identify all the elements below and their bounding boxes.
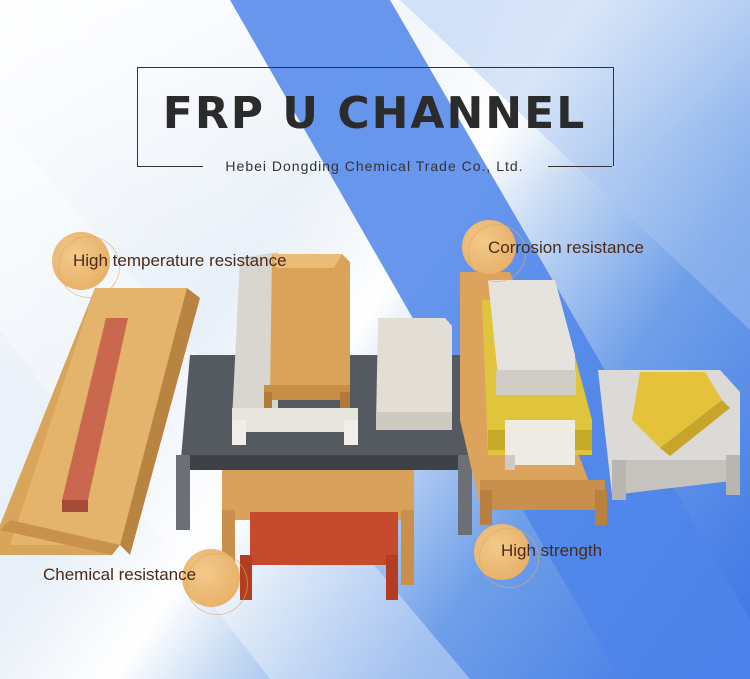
title-underline-right — [548, 166, 612, 167]
feature-strength: High strength — [501, 541, 603, 560]
accent-ring-corrosion — [468, 224, 526, 282]
white-channel-front — [505, 420, 575, 470]
white-channel-tall — [232, 252, 358, 445]
company-name: Hebei Dongding Chemical Trade Co., Ltd. — [225, 158, 524, 174]
feature-corrosion: Corrosion resistance — [488, 238, 644, 257]
red-channel-small — [62, 318, 128, 512]
title-underline-left — [137, 166, 203, 167]
accent-ring-strength — [479, 528, 539, 588]
page-title: FRP U CHANNEL — [162, 88, 587, 139]
title-frame — [137, 67, 614, 166]
feature-chemical: Chemical resistance — [43, 565, 197, 584]
orange-channel-inner — [264, 254, 350, 408]
red-channel-bottom — [240, 512, 398, 600]
feature-high-temperature: High temperature resistance — [73, 251, 287, 270]
accent-ring-chemical — [186, 553, 248, 615]
white-channel-far-right — [598, 370, 740, 500]
accent-ring-high-temp — [58, 236, 120, 298]
white-channel-right — [488, 280, 576, 395]
white-channel-small — [376, 318, 452, 430]
